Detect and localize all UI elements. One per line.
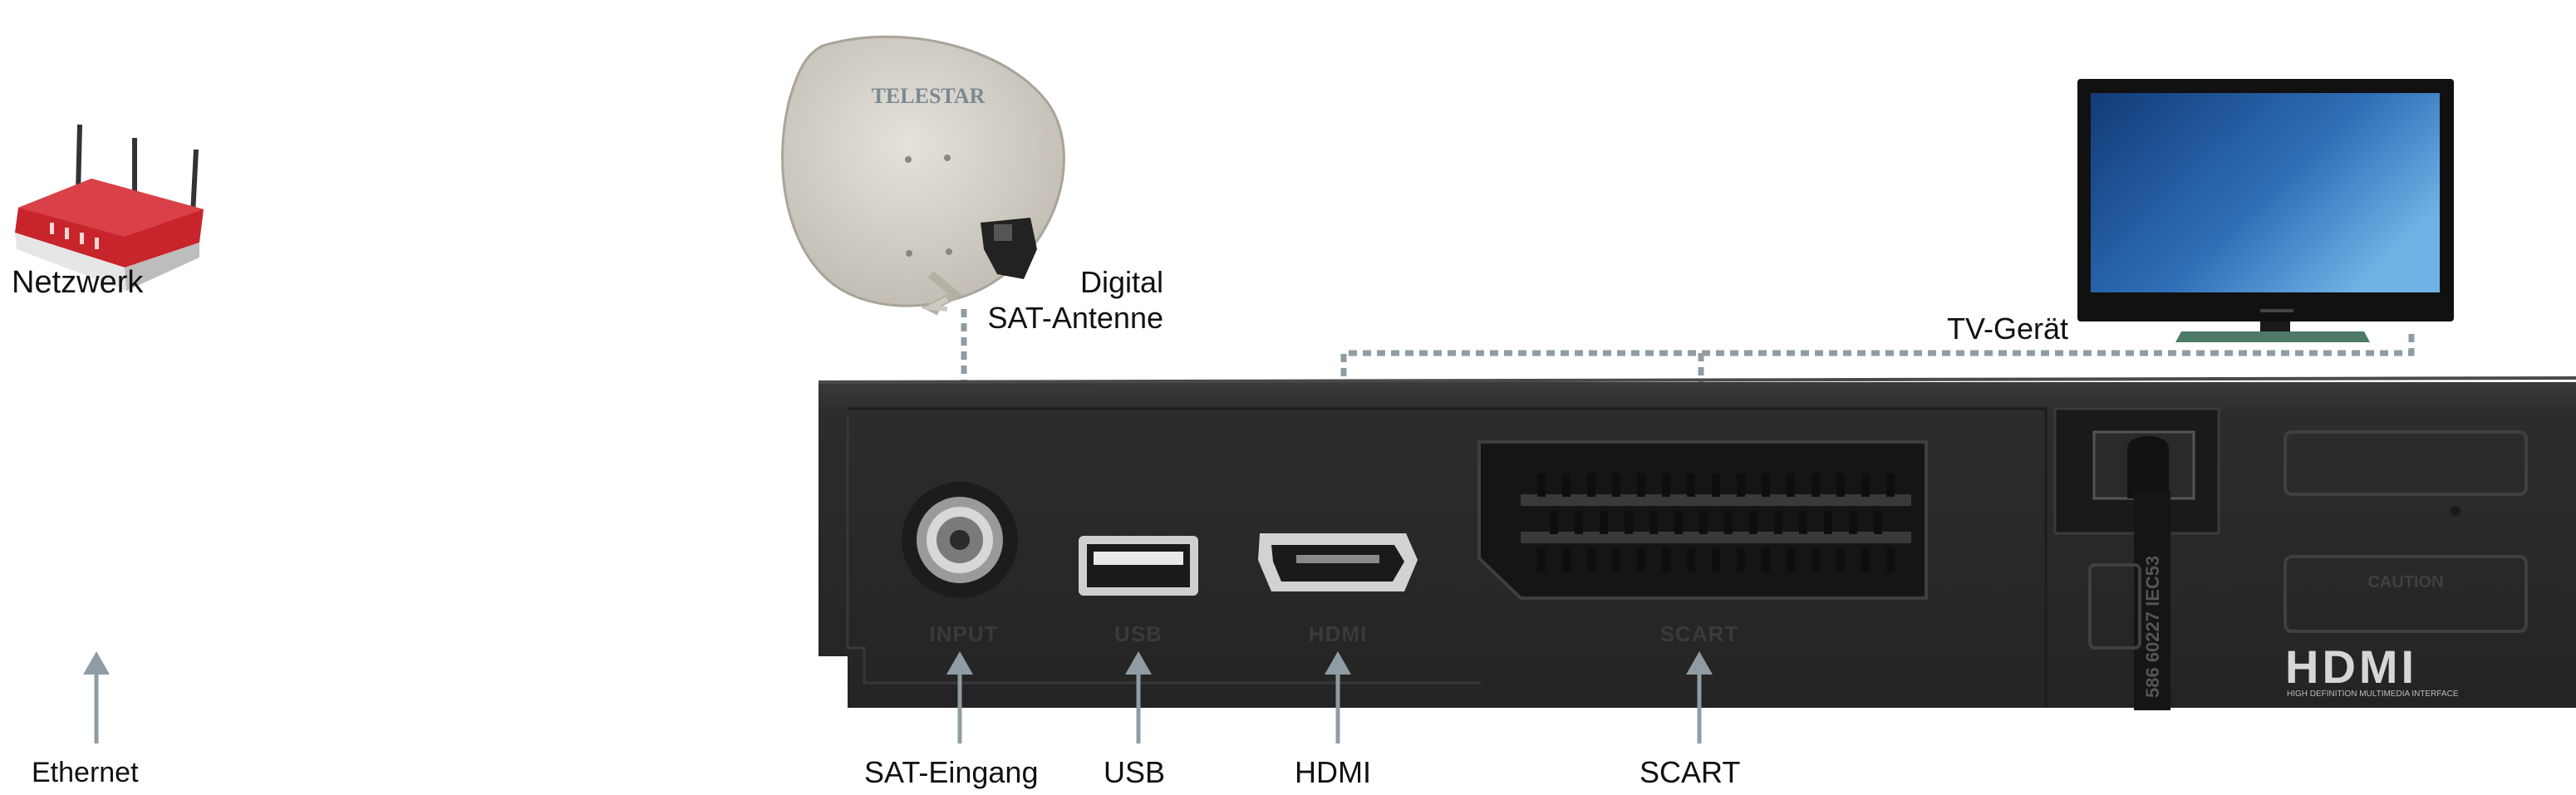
hdmi-logo: HDMI (2285, 640, 2417, 693)
certification-marks (2088, 430, 2528, 650)
sat-input-label: SAT-Eingang (864, 755, 1039, 789)
ethernet-label: Ethernet (32, 757, 139, 788)
usb-port (1079, 536, 1198, 596)
antenna-label-line1: Digital (1079, 265, 1163, 299)
port-arrows (946, 651, 1713, 743)
dish-brand-label: TELESTAR (872, 84, 986, 108)
device-label-usb: USB (1114, 621, 1163, 646)
antenna-label-line2: SAT-Antenne (987, 301, 1163, 335)
ethernet-arrow (83, 651, 110, 743)
scart-port (1477, 440, 1928, 600)
device-label-scart: SCART (1660, 621, 1739, 646)
router-icon (15, 124, 204, 291)
satellite-dish-icon: TELESTAR (781, 35, 1065, 316)
power-cable-icon: 586 60227 IEC53 (2053, 407, 2220, 710)
usb-label: USB (1104, 755, 1166, 789)
tv-icon (2077, 79, 2454, 342)
caution-label: CAUTION (2367, 573, 2443, 591)
tv-label: TV-Gerät (1947, 312, 2069, 346)
hdmi-port (1258, 533, 1418, 591)
cable-print-label: 586 60227 IEC53 (2142, 556, 2163, 698)
device-label-hdmi: HDMI (1309, 621, 1367, 646)
device-label-input: INPUT (930, 621, 999, 646)
hdmi-label: HDMI (1295, 755, 1371, 789)
sat-input-port (902, 482, 1018, 598)
scart-label: SCART (1639, 755, 1741, 789)
hdmi-logo-subtitle: HIGH DEFINITION MULTIMEDIA INTERFACE (2287, 689, 2459, 699)
receiver-rear-panel: INPUT USB HDMI SCART 586 60227 IEC53 CAU… (818, 376, 2576, 710)
network-label: Netzwerk (12, 265, 144, 300)
